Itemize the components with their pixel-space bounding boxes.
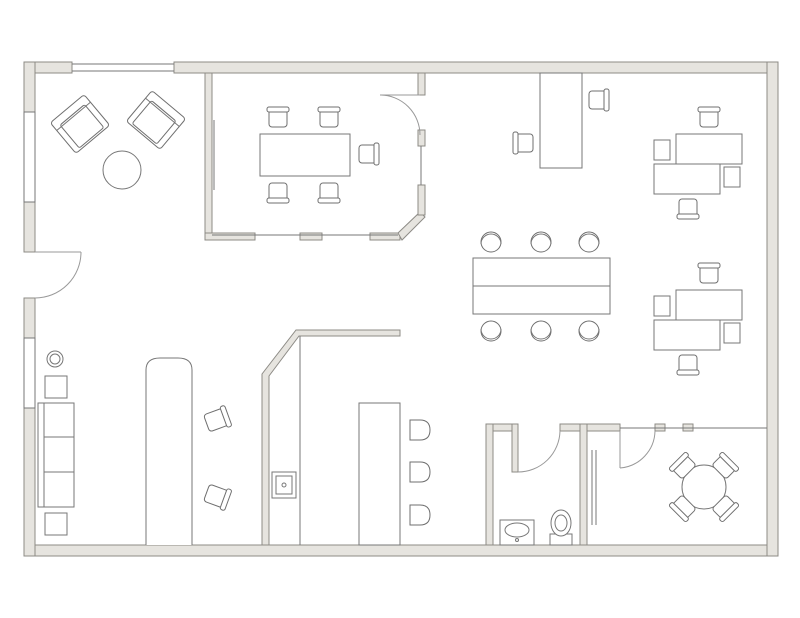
desk xyxy=(539,72,583,169)
stool-icon xyxy=(409,504,431,526)
doors xyxy=(34,94,656,473)
chair-icon xyxy=(712,451,740,479)
chair-icon xyxy=(697,106,721,128)
chair-icon xyxy=(480,320,502,342)
toilet-icon xyxy=(549,509,573,546)
chair-icon xyxy=(480,231,502,253)
chair-icon xyxy=(668,451,696,479)
stool-icon xyxy=(409,419,431,441)
conference-table xyxy=(259,133,351,177)
interior-walls xyxy=(204,72,767,546)
chair-icon xyxy=(358,142,380,166)
desk xyxy=(653,163,721,195)
kitchen-island xyxy=(358,402,401,546)
armchair-icon xyxy=(51,95,109,153)
desk xyxy=(675,289,743,321)
kitchen xyxy=(271,336,431,546)
round-coffee-table xyxy=(102,150,142,190)
plant-icon xyxy=(46,350,64,368)
desk xyxy=(653,319,721,351)
lounge-area xyxy=(51,91,185,190)
chair-icon xyxy=(676,198,700,220)
chair-icon xyxy=(712,495,740,523)
stool-icon xyxy=(409,461,431,483)
reception-counter xyxy=(145,357,193,545)
side-table xyxy=(44,512,68,536)
bench-table-area xyxy=(472,231,611,342)
chair-icon xyxy=(266,182,290,204)
sofa xyxy=(37,402,75,508)
chair-icon xyxy=(203,484,232,511)
chair-icon xyxy=(530,231,552,253)
chair-icon xyxy=(578,231,600,253)
armchair-icon xyxy=(127,91,185,149)
chair-icon xyxy=(588,88,610,112)
side-table xyxy=(44,375,68,399)
chair-icon xyxy=(317,106,341,128)
desk xyxy=(675,133,743,165)
chair-icon xyxy=(266,106,290,128)
conference-room xyxy=(259,106,380,204)
chair-icon xyxy=(317,182,341,204)
chair-icon xyxy=(578,320,600,342)
workstation-cluster xyxy=(653,106,743,220)
restroom xyxy=(499,509,573,546)
exterior-walls xyxy=(23,61,779,557)
round-table xyxy=(681,464,727,510)
chair-icon xyxy=(203,405,232,432)
waiting-area xyxy=(37,350,232,545)
chair-icon xyxy=(530,320,552,342)
workstation-cluster xyxy=(653,262,743,376)
break-room xyxy=(668,451,740,523)
manager-desk-area xyxy=(512,72,610,169)
chair-icon xyxy=(668,495,696,523)
chair-icon xyxy=(512,131,534,155)
chair-icon xyxy=(676,354,700,376)
chair-icon xyxy=(697,262,721,284)
